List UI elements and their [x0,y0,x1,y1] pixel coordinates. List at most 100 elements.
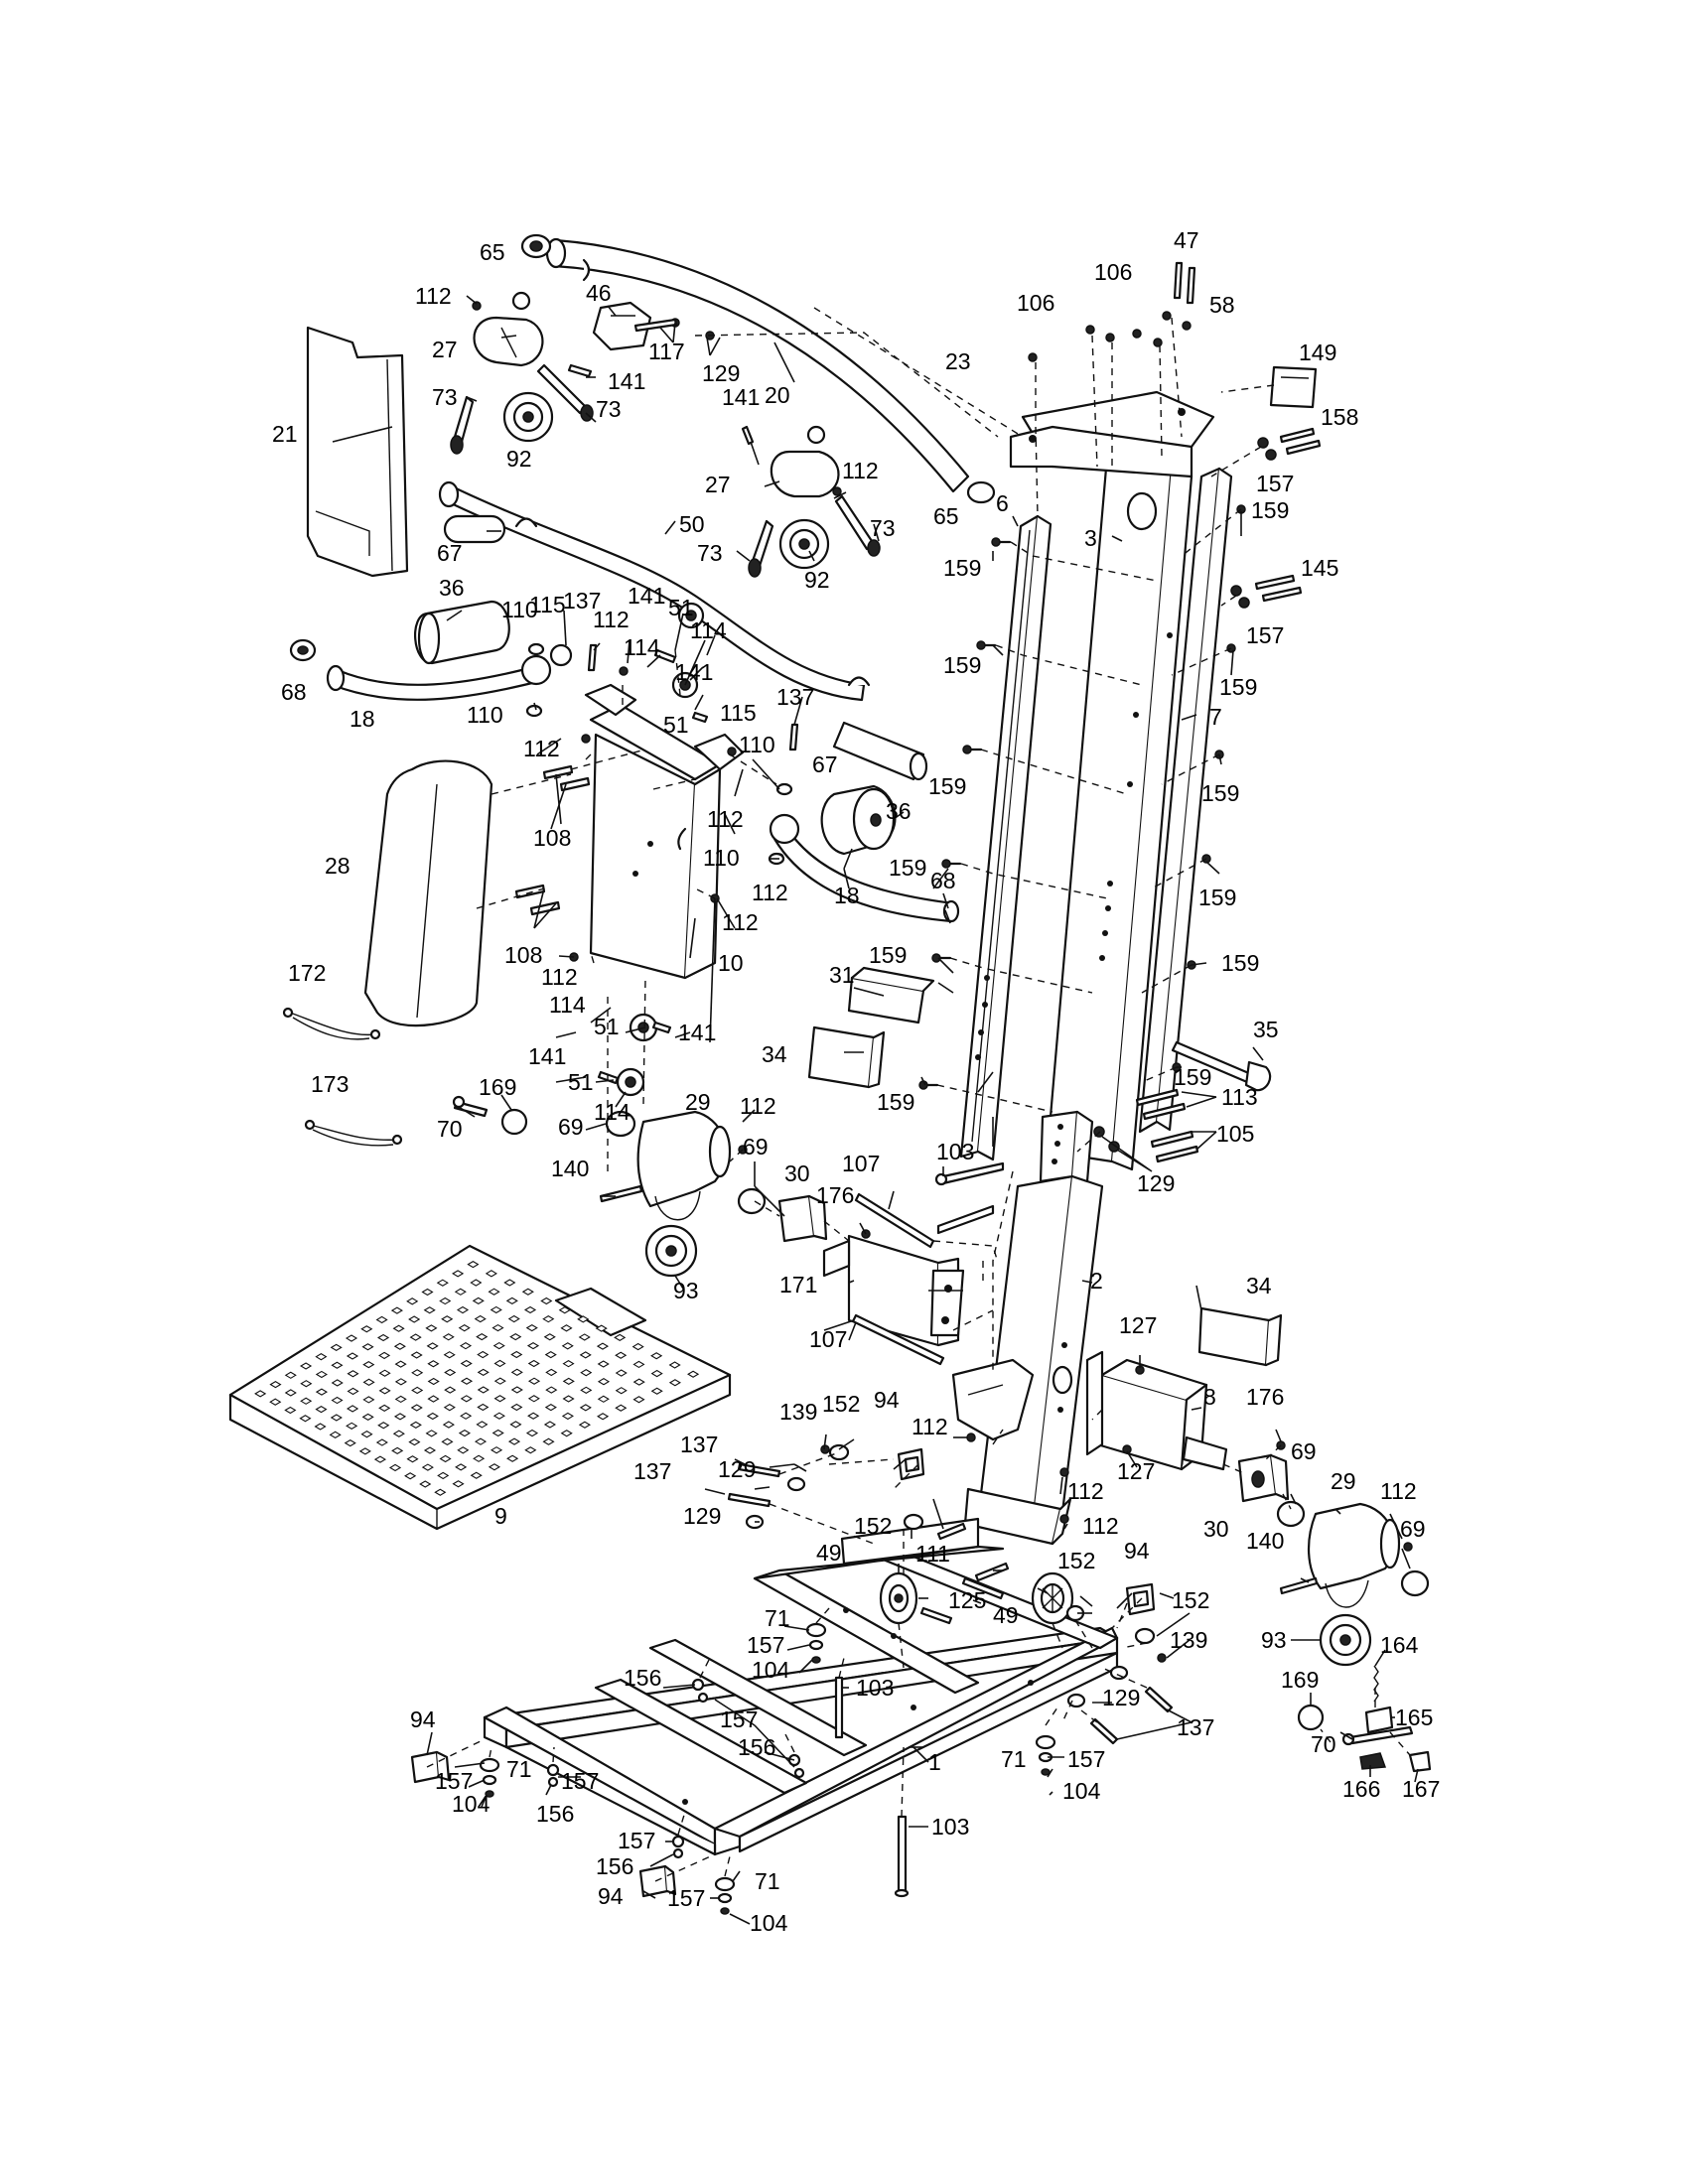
plate-diamond [393,1342,406,1350]
plate-diamond [393,1413,407,1421]
plate-diamond [650,1387,663,1395]
part-70-pin-right [1341,1725,1414,1746]
plate-diamond [521,1288,534,1296]
label-112-k: 112 [1067,1478,1104,1504]
label-176-b: 176 [1246,1384,1284,1410]
plate-diamond [476,1421,489,1429]
label-156-d: 156 [596,1853,633,1879]
label-65-right: 65 [933,503,959,529]
label-112-a: 112 [415,283,452,309]
label-105: 105 [1216,1121,1254,1147]
label-140-b: 140 [1246,1528,1284,1554]
plate-diamond [406,1455,419,1463]
plate-diamond [510,1386,523,1394]
plate-diamond [377,1422,390,1430]
plate-diamond [411,1369,424,1377]
plate-diamond [394,1360,407,1368]
plate-diamond [562,1395,575,1403]
label-10: 10 [718,950,744,976]
label-172: 172 [288,960,326,986]
plate-diamond [390,1306,403,1314]
label-127-b: 127 [1117,1458,1155,1484]
plate-diamond [388,1463,402,1472]
part-3-center-column [1046,455,1193,1171]
label-152-a: 152 [822,1391,860,1417]
label-157-g: 157 [561,1768,599,1794]
label-65-top: 65 [480,239,505,265]
label-104-d: 104 [750,1910,788,1936]
label-159-i: 159 [869,942,907,968]
plate-diamond [346,1352,359,1360]
label-137-d: 137 [1177,1714,1214,1740]
label-141-b: 141 [722,384,760,410]
label-67-a: 67 [437,540,463,566]
plate-diamond [378,1404,391,1413]
label-159-f: 159 [1201,780,1239,806]
plate-diamond [595,1324,608,1332]
plate-diamond [632,1360,645,1369]
label-152-b: 152 [854,1513,892,1539]
label-159-e: 159 [928,773,966,799]
plate-diamond [543,1333,556,1341]
part-2-side-bracket [951,1358,1035,1441]
label-23: 23 [945,348,971,374]
plate-diamond [488,1463,500,1471]
label-141-e: 141 [678,1020,716,1045]
label-34-a: 34 [762,1041,787,1067]
label-58: 58 [1209,292,1235,318]
label-112-j: 112 [912,1414,948,1439]
label-49-b: 49 [993,1602,1019,1628]
plate-diamond [299,1415,312,1423]
plate-diamond [284,1406,297,1415]
label-152-d: 152 [1172,1587,1209,1613]
part-49-wheel-right [1031,1571,1074,1625]
plate-diamond [560,1324,573,1332]
label-165: 165 [1395,1705,1433,1730]
part-93-pulley-left [644,1224,698,1278]
plate-diamond [615,1387,628,1395]
plate-diamond [472,1297,485,1305]
label-157-c: 157 [747,1632,784,1658]
plate-diamond [423,1446,437,1454]
part-30-bracket-left [777,1194,828,1243]
part-71-foot-b [714,1876,736,1915]
part-169-knob-right [1297,1704,1325,1731]
part-10-seat-post [589,703,722,980]
plate-diamond [668,1379,681,1387]
plate-diamond [632,1396,645,1404]
label-159-j: 159 [1221,950,1259,976]
label-94-a: 94 [874,1387,900,1413]
part-107-pin-upper [854,1192,935,1249]
plate-diamond [525,1323,538,1332]
label-141-a: 141 [608,368,645,394]
plate-diamond [443,1404,456,1412]
plate-diamond [434,1488,447,1496]
label-93-b: 93 [1261,1627,1287,1653]
label-70-a: 70 [437,1116,463,1142]
plate-diamond [527,1377,541,1385]
label-129-e: 129 [1102,1685,1140,1710]
part-149-plate [1269,365,1318,409]
label-71-a: 71 [765,1605,790,1631]
plate-diamond [505,1297,518,1305]
plate-diamond [491,1323,504,1332]
label-67-b: 67 [812,751,838,777]
part-103-pin-upper [934,1161,1005,1235]
plate-diamond [331,1396,344,1405]
part-35-pin [1171,1040,1272,1092]
plate-diamond [460,1395,473,1403]
label-137-b2: 137 [680,1432,718,1457]
plate-diamond [492,1341,505,1350]
plate-diamond [406,1297,419,1305]
plate-diamond [408,1315,421,1323]
part-171-carriage [822,1234,965,1347]
label-106-a: 106 [1017,290,1054,316]
plate-diamond [377,1333,390,1342]
part-36-roller-pad-left [414,600,510,665]
plate-diamond [477,1350,490,1359]
plate-diamond [426,1342,439,1350]
plate-diamond [578,1333,591,1341]
plate-diamond [477,1368,490,1376]
label-69-a: 69 [558,1114,584,1140]
plate-diamond [578,1421,591,1429]
